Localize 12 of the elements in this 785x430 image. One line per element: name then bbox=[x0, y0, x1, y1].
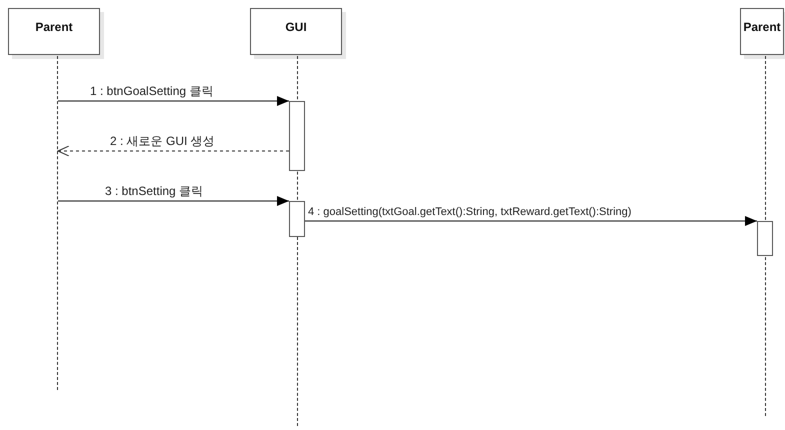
activation-bar bbox=[289, 201, 305, 237]
message-label: 3 : btnSetting 클릭 bbox=[105, 184, 204, 198]
message-arrow bbox=[58, 196, 289, 206]
message-arrow bbox=[305, 216, 757, 226]
message-arrow bbox=[58, 96, 289, 106]
activation-bar bbox=[757, 221, 773, 256]
message-label: 2 : 새로운 GUI 생성 bbox=[110, 134, 215, 148]
activation-bar bbox=[289, 101, 305, 171]
message-label: 4 : goalSetting(txtGoal.getText():String, txtReward.getText():String) bbox=[308, 205, 632, 219]
lifeline bbox=[57, 56, 59, 390]
message-label: 1 : btnGoalSetting 클릭 bbox=[90, 84, 214, 98]
return-message-arrow bbox=[58, 146, 289, 156]
